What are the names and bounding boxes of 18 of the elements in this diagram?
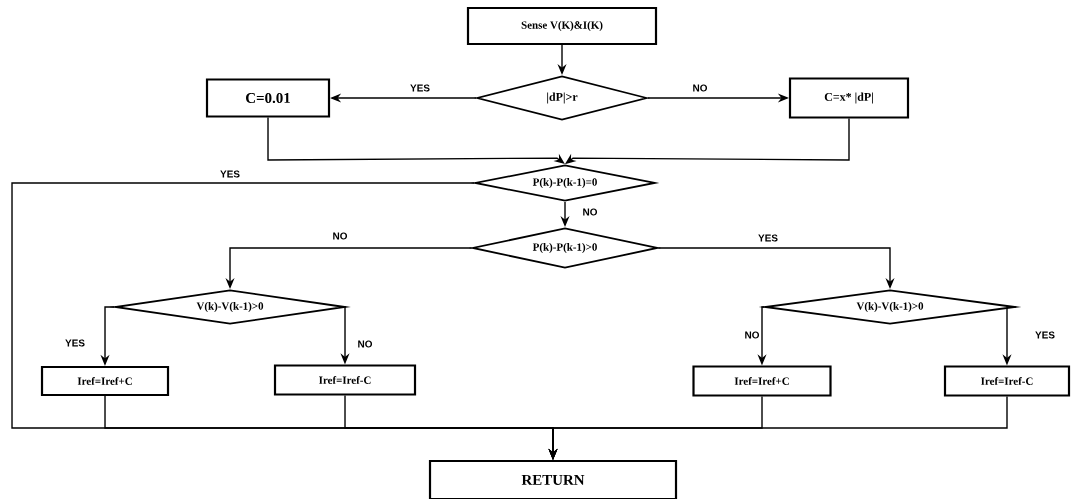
process-box: Iref=Iref-C bbox=[273, 364, 417, 396]
edge-label: YES bbox=[757, 233, 779, 243]
edge-label: NO bbox=[691, 83, 709, 93]
edge-label: NO bbox=[356, 339, 374, 349]
process-box: Iref=Iref-C bbox=[943, 365, 1071, 397]
process-box: Sense V(K)&I(K) bbox=[466, 6, 658, 46]
process-box: RETURN bbox=[428, 459, 678, 499]
edge-label: YES bbox=[1034, 330, 1056, 340]
edge-label: NO bbox=[581, 207, 599, 217]
edge-label: NO bbox=[743, 330, 761, 340]
edge-label: YES bbox=[219, 169, 241, 179]
edge-label: YES bbox=[409, 83, 431, 93]
process-box: Iref=Iref+C bbox=[40, 365, 170, 397]
edge-label: NO bbox=[331, 231, 349, 241]
process-box: Iref=Iref+C bbox=[692, 365, 832, 397]
process-box: C=x* |dP| bbox=[788, 77, 910, 119]
edge-label: YES bbox=[64, 338, 86, 348]
process-box: C=0.01 bbox=[205, 78, 331, 118]
